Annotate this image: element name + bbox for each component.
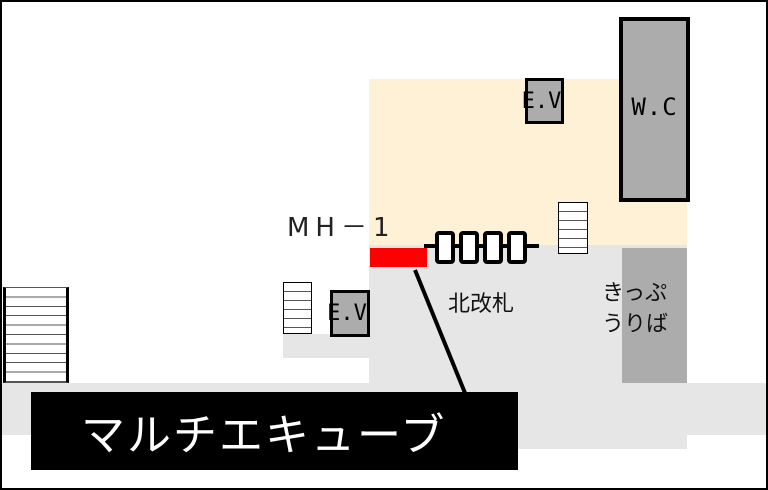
- ticket-gate-1[interactable]: [435, 231, 455, 264]
- ticket-office-label: きっぷ うりば: [602, 281, 669, 337]
- stairs-left-passage[interactable]: [283, 282, 312, 334]
- manhole-marker[interactable]: [370, 248, 427, 267]
- restroom[interactable]: W.C: [619, 17, 690, 202]
- ticket-gate-4[interactable]: [507, 231, 527, 264]
- gate-label: 北改札: [448, 292, 515, 317]
- stairs-concourse[interactable]: [558, 202, 588, 254]
- elevator-left[interactable]: E.V: [327, 290, 370, 337]
- elevator-top-label: E.V: [521, 88, 562, 114]
- ticket-gate-3[interactable]: [483, 231, 503, 264]
- callout-box: マルチエキューブ: [31, 392, 518, 470]
- callout-label: マルチエキューブ: [81, 410, 447, 461]
- manhole-label: MH－1: [287, 213, 396, 243]
- ticket-gate-rail: [424, 244, 539, 248]
- stairs-west[interactable]: [3, 287, 69, 383]
- left-passage-floor: [283, 334, 369, 358]
- elevator-top[interactable]: E.V: [521, 78, 564, 124]
- restroom-label: W.C: [631, 93, 678, 121]
- ticket-office[interactable]: [622, 248, 687, 383]
- ticket-gate-2[interactable]: [459, 231, 479, 264]
- elevator-left-label: E.V: [327, 301, 367, 326]
